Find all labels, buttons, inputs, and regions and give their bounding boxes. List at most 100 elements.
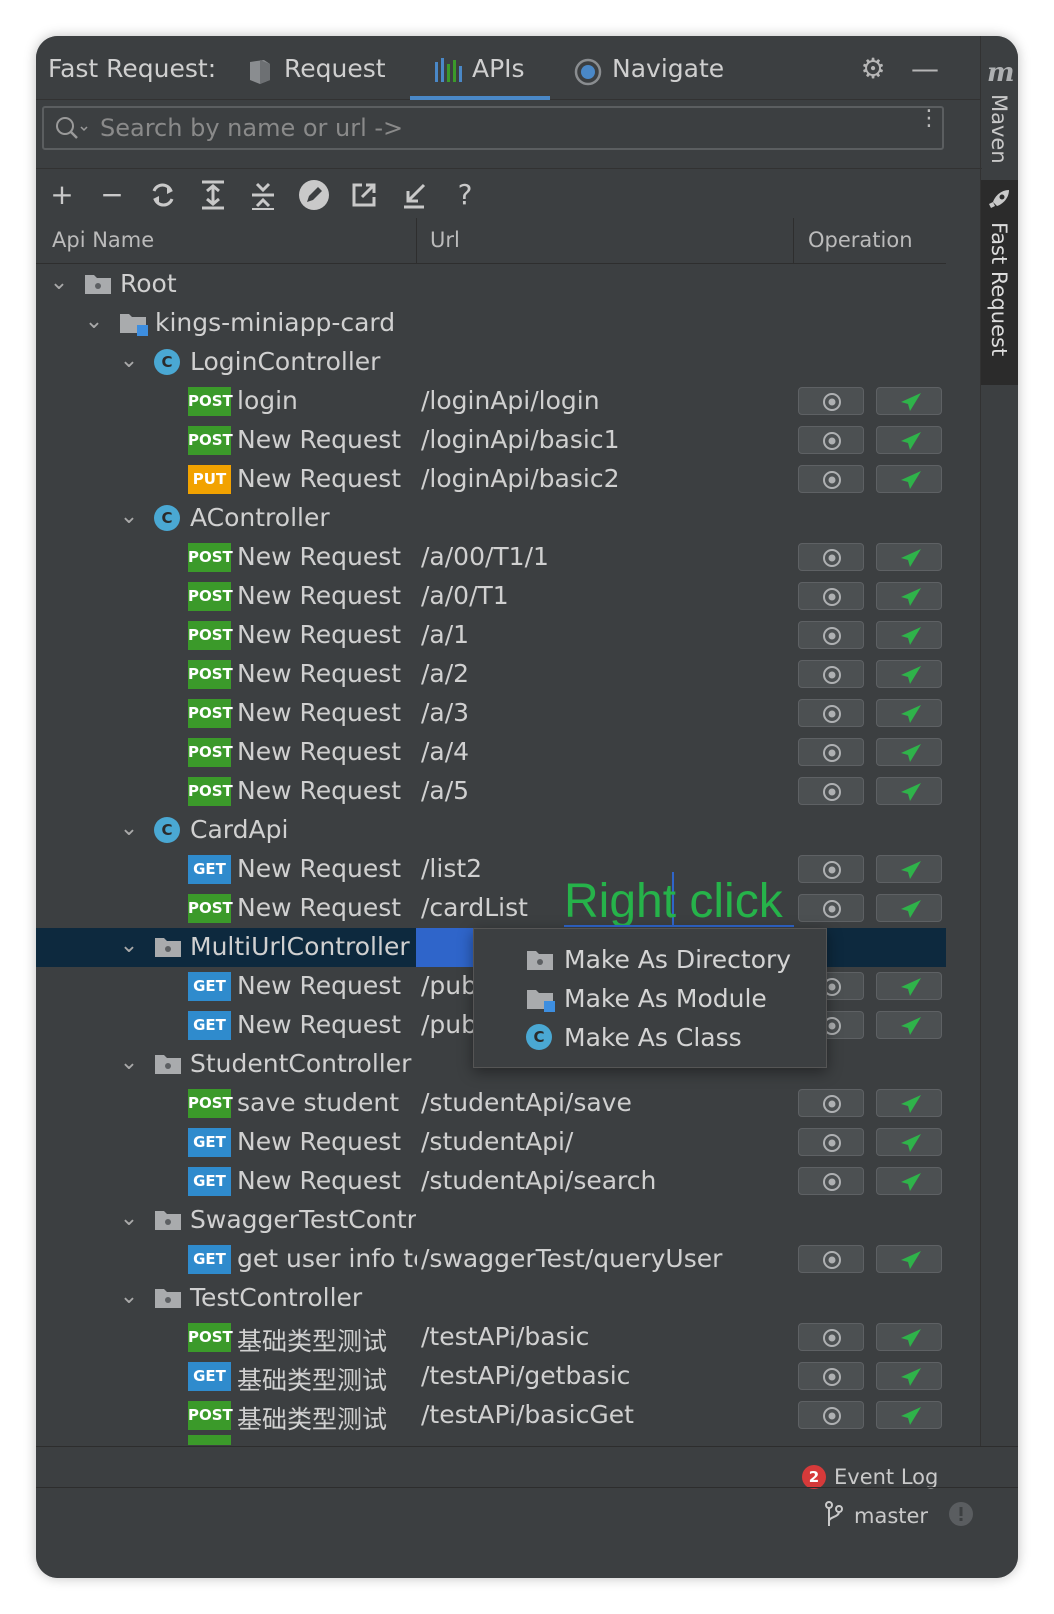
tree-node-class[interactable]: ⌄ C LoginController: [36, 343, 946, 382]
tree-node-directory[interactable]: ⌄ TestController: [36, 1279, 946, 1318]
send-button[interactable]: [876, 582, 942, 610]
view-button[interactable]: [798, 1128, 864, 1156]
menu-item-make-as-directory[interactable]: Make As Directory: [474, 940, 826, 979]
chevron-down-icon[interactable]: ⌄: [119, 1206, 139, 1231]
collapse-all-icon[interactable]: [245, 177, 281, 213]
view-button[interactable]: [798, 777, 864, 805]
menu-item-make-as-class[interactable]: C Make As Class: [474, 1018, 826, 1057]
tab-apis[interactable]: APIs: [410, 50, 550, 100]
send-button[interactable]: [876, 621, 942, 649]
view-button[interactable]: [798, 387, 864, 415]
send-button[interactable]: [876, 543, 942, 571]
notification-icon[interactable]: [948, 1501, 974, 1531]
fast-request-tool-button[interactable]: Fast Request: [981, 180, 1018, 385]
chevron-down-icon[interactable]: ⌄: [119, 933, 139, 958]
column-divider[interactable]: [416, 218, 417, 264]
event-log-button[interactable]: 2 Event Log: [802, 1461, 938, 1493]
view-button[interactable]: [798, 738, 864, 766]
view-button[interactable]: [798, 1167, 864, 1195]
tab-navigate[interactable]: Navigate: [574, 50, 724, 100]
edit-icon[interactable]: [296, 177, 332, 213]
maven-tool-button[interactable]: Maven: [987, 94, 1011, 164]
send-button[interactable]: [876, 894, 942, 922]
chevron-down-icon[interactable]: ⌄: [49, 270, 69, 295]
export-icon[interactable]: [346, 177, 382, 213]
send-button[interactable]: [876, 387, 942, 415]
add-icon[interactable]: +: [50, 178, 74, 211]
settings-gear-icon[interactable]: ⚙: [860, 52, 886, 85]
view-button[interactable]: [798, 582, 864, 610]
view-button[interactable]: [798, 894, 864, 922]
search-input[interactable]: [100, 114, 880, 142]
chevron-down-icon[interactable]: ⌄: [119, 1284, 139, 1309]
minimize-icon[interactable]: —: [911, 52, 939, 85]
column-divider[interactable]: [793, 218, 794, 264]
view-button[interactable]: [798, 1401, 864, 1429]
chevron-down-icon[interactable]: ⌄: [119, 504, 139, 529]
tree-node-module[interactable]: ⌄ kings-miniapp-card: [36, 304, 946, 343]
tree-node-directory[interactable]: ⌄ SwaggerTestContr: [36, 1201, 946, 1240]
send-button[interactable]: [876, 1323, 942, 1351]
tab-request[interactable]: Request: [246, 50, 386, 100]
more-options-icon[interactable]: ⋮: [918, 106, 940, 131]
send-button[interactable]: [876, 465, 942, 493]
send-button[interactable]: [876, 1245, 942, 1273]
view-button[interactable]: [798, 1245, 864, 1273]
send-button[interactable]: [876, 1128, 942, 1156]
send-button[interactable]: [876, 738, 942, 766]
send-button[interactable]: [876, 426, 942, 454]
tree-node-class[interactable]: ⌄ C AController: [36, 499, 946, 538]
refresh-icon[interactable]: [145, 177, 181, 213]
chevron-down-icon[interactable]: ⌄: [119, 1050, 139, 1075]
view-button[interactable]: [798, 855, 864, 883]
send-button[interactable]: [876, 972, 942, 1000]
send-button[interactable]: [876, 1362, 942, 1390]
view-button[interactable]: [798, 1089, 864, 1117]
send-button[interactable]: [876, 1089, 942, 1117]
view-button[interactable]: [798, 660, 864, 688]
send-button[interactable]: [876, 1167, 942, 1195]
send-button[interactable]: [876, 1401, 942, 1429]
chevron-down-icon[interactable]: ⌄: [119, 348, 139, 373]
tree-node-directory[interactable]: ⌄ StudentController: [36, 1045, 946, 1084]
search-box[interactable]: ⋮: [42, 106, 944, 150]
send-button[interactable]: [876, 777, 942, 805]
git-branch-widget[interactable]: master: [824, 1501, 974, 1531]
tree-node-class[interactable]: ⌄ C CardApi: [36, 811, 946, 850]
column-api-name[interactable]: Api Name: [52, 228, 155, 252]
column-url[interactable]: Url: [430, 228, 460, 252]
send-button[interactable]: [876, 660, 942, 688]
send-button[interactable]: [876, 699, 942, 727]
view-button[interactable]: [798, 543, 864, 571]
send-button[interactable]: [876, 855, 942, 883]
import-icon[interactable]: [396, 177, 432, 213]
help-icon[interactable]: ?: [457, 178, 473, 211]
view-button[interactable]: [798, 699, 864, 727]
column-operation[interactable]: Operation: [808, 228, 913, 252]
chevron-down-icon[interactable]: ⌄: [119, 816, 139, 841]
chevron-down-icon[interactable]: ⌄: [84, 309, 104, 334]
menu-item-make-as-module[interactable]: Make As Module: [474, 979, 826, 1018]
view-button[interactable]: [798, 1362, 864, 1390]
view-button[interactable]: [798, 465, 864, 493]
tree-node-root[interactable]: ⌄ Root: [36, 265, 946, 304]
